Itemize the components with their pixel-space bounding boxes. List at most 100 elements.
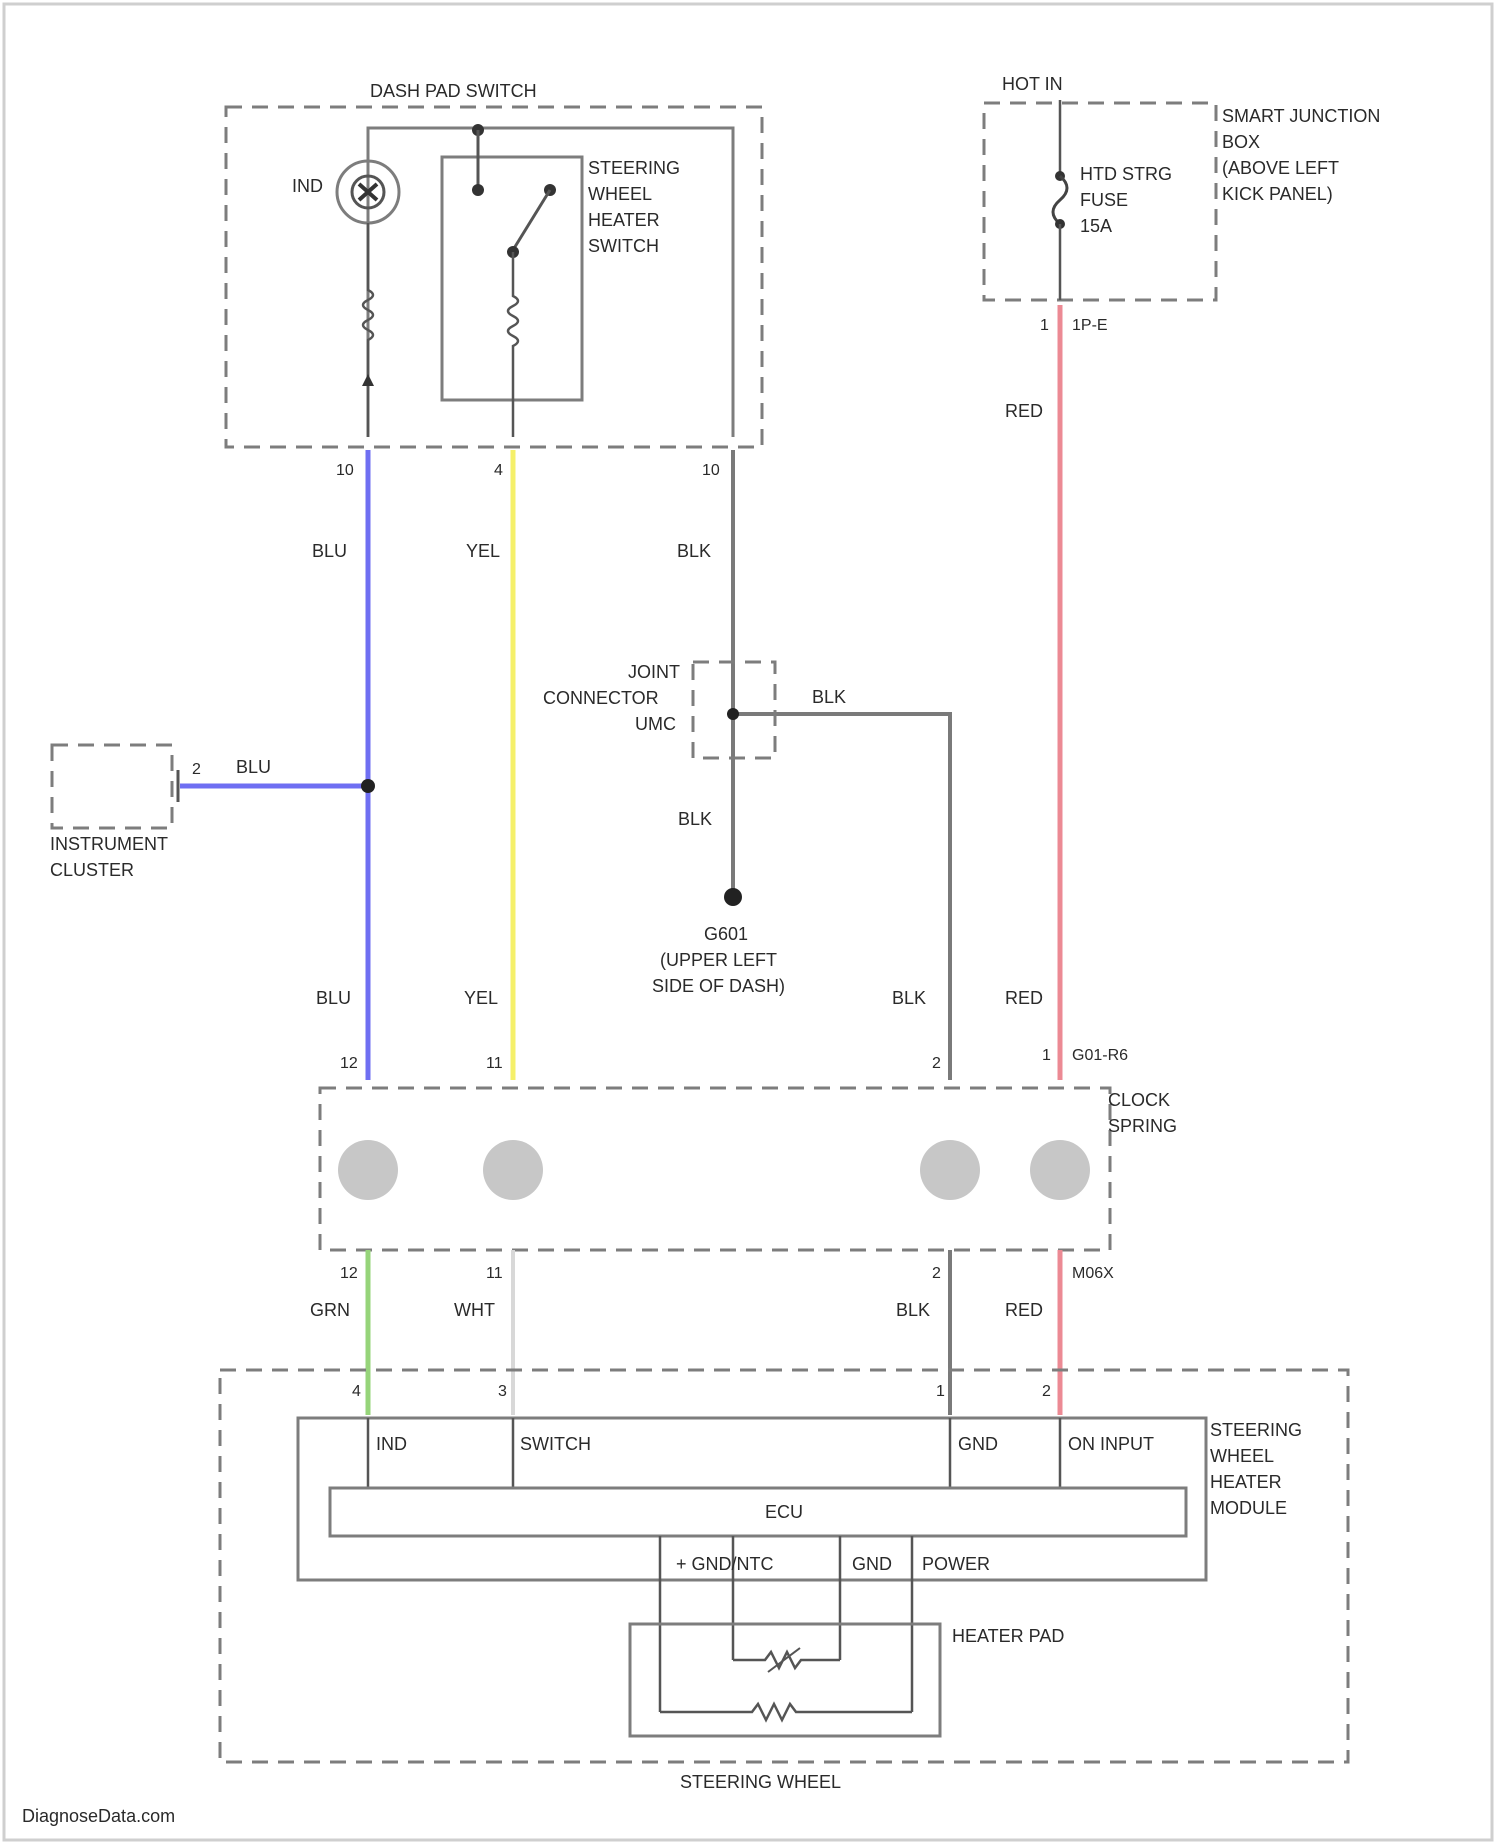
svg-text:WHEEL: WHEEL (588, 184, 652, 204)
switch-resistor-icon (508, 252, 518, 437)
terminal-power: POWER (922, 1554, 990, 1574)
terminal-gnd: GND (958, 1434, 998, 1454)
svg-text:(ABOVE LEFT: (ABOVE LEFT (1222, 158, 1339, 178)
svg-text:JOINT: JOINT (628, 662, 680, 682)
module-pin-switch: 3 (498, 1383, 507, 1400)
wire-label-blk-2: BLK (812, 687, 846, 707)
wire-label-yel-2: YEL (464, 988, 498, 1008)
terminal-ind: IND (376, 1434, 407, 1454)
clock-top-pin-blu: 12 (340, 1055, 358, 1072)
switch-contact-icon (472, 124, 556, 258)
svg-text:SMART JUNCTION: SMART JUNCTION (1222, 106, 1380, 126)
terminal-gnd-2: GND (852, 1554, 892, 1574)
wire-label-yel-1: YEL (466, 541, 500, 561)
svg-text:SWITCH: SWITCH (588, 236, 659, 256)
svg-text:CONNECTOR: CONNECTOR (543, 688, 659, 708)
clock-top-pin-red: 1 (1042, 1047, 1051, 1064)
module-pin-on-input: 2 (1042, 1383, 1051, 1400)
wire-label-blk-1: BLK (677, 541, 711, 561)
svg-text:WHEEL: WHEEL (1210, 1446, 1274, 1466)
ecu-box (330, 1488, 1186, 1536)
cluster-pin: 2 (192, 761, 201, 778)
clockspring-box (320, 1088, 1110, 1250)
svg-text:HEATER: HEATER (1210, 1472, 1282, 1492)
clock-bot-pin-blk: 2 (932, 1265, 941, 1282)
smart-junction-box-label: SMART JUNCTION BOX (ABOVE LEFT KICK PANE… (1222, 106, 1380, 204)
svg-text:SIDE OF DASH): SIDE OF DASH) (652, 976, 785, 996)
svg-text:UMC: UMC (635, 714, 676, 734)
wire-label-blu-cluster: BLU (236, 757, 271, 777)
clock-top-red-connector: G01-R6 (1072, 1047, 1128, 1064)
svg-text:FUSE: FUSE (1080, 190, 1128, 210)
svg-text:HEATER: HEATER (588, 210, 660, 230)
steering-wheel-label: STEERING WHEEL (680, 1772, 841, 1792)
instrument-cluster-label: INSTRUMENT CLUSTER (50, 834, 168, 880)
module-pin-ind: 4 (352, 1383, 361, 1400)
svg-text:STEERING: STEERING (1210, 1420, 1302, 1440)
module-pin-gnd: 1 (936, 1383, 945, 1400)
steering-wheel-heater-module-label: STEERING WHEEL HEATER MODULE (1210, 1420, 1302, 1518)
heater-element-icon (660, 1704, 912, 1720)
module-terminal-leads (368, 1418, 1060, 1488)
wire-label-blk-5: BLK (896, 1300, 930, 1320)
terminal-on-input: ON INPUT (1068, 1434, 1154, 1454)
dash-pin-blk: 10 (702, 462, 720, 479)
svg-text:15A: 15A (1080, 216, 1112, 236)
terminal-switch: SWITCH (520, 1434, 591, 1454)
lamp-resistor-icon (363, 223, 373, 437)
ind-label: IND (292, 176, 323, 196)
clock-bot-pin-grn: 12 (340, 1265, 358, 1282)
ground-g601-label: G601 (UPPER LEFT SIDE OF DASH) (652, 924, 785, 996)
svg-text:INSTRUMENT: INSTRUMENT (50, 834, 168, 854)
terminal-ground-ntc: + GND/NTC (676, 1554, 774, 1574)
joint-connector-label: JOINT CONNECTOR UMC (543, 662, 680, 734)
svg-text:SPRING: SPRING (1108, 1116, 1177, 1136)
clock-top-pin-blk: 2 (932, 1055, 941, 1072)
svg-text:BOX: BOX (1222, 132, 1260, 152)
watermark: DiagnoseData.com (22, 1806, 175, 1826)
steering-wheel-box (220, 1370, 1348, 1762)
fuse-icon (1053, 171, 1067, 229)
splice-blk (727, 708, 739, 720)
wire-label-blk-4: BLK (892, 988, 926, 1008)
dash-pin-yel: 4 (494, 462, 503, 479)
svg-text:CLOCK: CLOCK (1108, 1090, 1170, 1110)
wire-label-grn: GRN (310, 1300, 350, 1320)
wire-label-blk-3: BLK (678, 809, 712, 829)
heater-pad-label: HEATER PAD (952, 1626, 1064, 1646)
dash-pad-switch-label: DASH PAD SWITCH (370, 81, 537, 101)
fuse-label: HTD STRG FUSE 15A (1080, 164, 1172, 236)
ground-g601-icon (724, 888, 742, 906)
hot-in-label: HOT IN (1002, 74, 1063, 94)
fuse-out-pin: 1 (1040, 317, 1049, 334)
clock-top-pin-yel: 11 (486, 1055, 503, 1072)
dash-pin-blu: 10 (336, 462, 354, 479)
wire-label-red-1: RED (1005, 401, 1043, 421)
clock-bot-red-connector: M06X (1072, 1265, 1114, 1282)
ntc-thermistor-icon (733, 1648, 840, 1672)
splice-blu (361, 779, 375, 793)
fuse-connector-label: 1P-E (1072, 317, 1108, 334)
wire-label-blu-2: BLU (316, 988, 351, 1008)
svg-text:CLUSTER: CLUSTER (50, 860, 134, 880)
ecu-label: ECU (765, 1502, 803, 1522)
svg-text:HTD STRG: HTD STRG (1080, 164, 1172, 184)
clockspring-label: CLOCK SPRING (1108, 1090, 1177, 1136)
svg-text:KICK PANEL): KICK PANEL) (1222, 184, 1333, 204)
svg-text:(UPPER LEFT: (UPPER LEFT (660, 950, 777, 970)
wire-label-red-3: RED (1005, 1300, 1043, 1320)
clockspring-coils (338, 1140, 1090, 1200)
svg-text:MODULE: MODULE (1210, 1498, 1287, 1518)
heater-pad-box (630, 1624, 940, 1736)
clock-bot-pin-wht: 11 (486, 1265, 503, 1282)
svg-text:G601: G601 (704, 924, 748, 944)
svg-text:STEERING: STEERING (588, 158, 680, 178)
wire-label-red-2: RED (1005, 988, 1043, 1008)
wire-label-wht: WHT (454, 1300, 495, 1320)
steering-wheel-heater-switch-label: STEERING WHEEL HEATER SWITCH (588, 158, 680, 256)
wire-blk-clockspring (733, 714, 950, 1080)
instrument-cluster-box (52, 745, 172, 828)
lamp-diode-icon (362, 374, 374, 386)
wire-label-blu-1: BLU (312, 541, 347, 561)
